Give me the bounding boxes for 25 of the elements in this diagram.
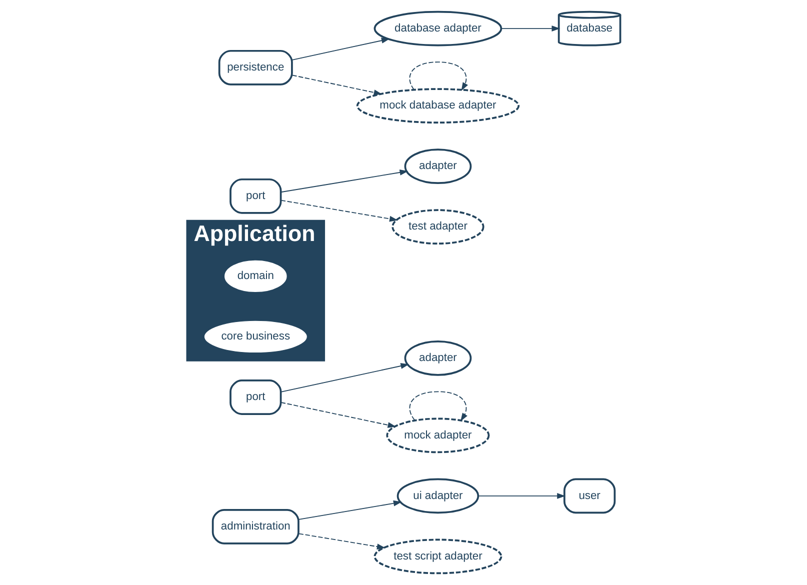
- arrow: [280, 363, 410, 392]
- node-ellipse: database adapter: [374, 10, 502, 46]
- node-box: port: [230, 178, 282, 214]
- node-box: administration: [212, 508, 300, 544]
- arrow: [298, 500, 402, 520]
- arrow: [280, 402, 396, 428]
- node-ellipse: adapter: [404, 148, 472, 184]
- node-ellipse: adapter: [404, 340, 472, 376]
- node-ellipse: test script adapter: [374, 538, 502, 574]
- node-box: persistence: [218, 50, 293, 86]
- arrow: [280, 170, 408, 193]
- arrow: [292, 38, 390, 60]
- node-ellipse: domain: [222, 258, 289, 294]
- node-box: user: [563, 478, 616, 514]
- arrow: [500, 26, 560, 32]
- arrow: [409, 391, 468, 422]
- node-ellipse: ui adapter: [396, 478, 480, 514]
- arrow: [280, 200, 398, 222]
- node-ellipse: test adapter: [392, 209, 484, 245]
- node-ellipse: core business: [202, 319, 309, 354]
- arrow: [292, 74, 382, 96]
- arrow: [409, 62, 468, 91]
- arrow: [478, 493, 566, 499]
- node-box: port: [230, 380, 282, 415]
- arrow: [298, 533, 386, 550]
